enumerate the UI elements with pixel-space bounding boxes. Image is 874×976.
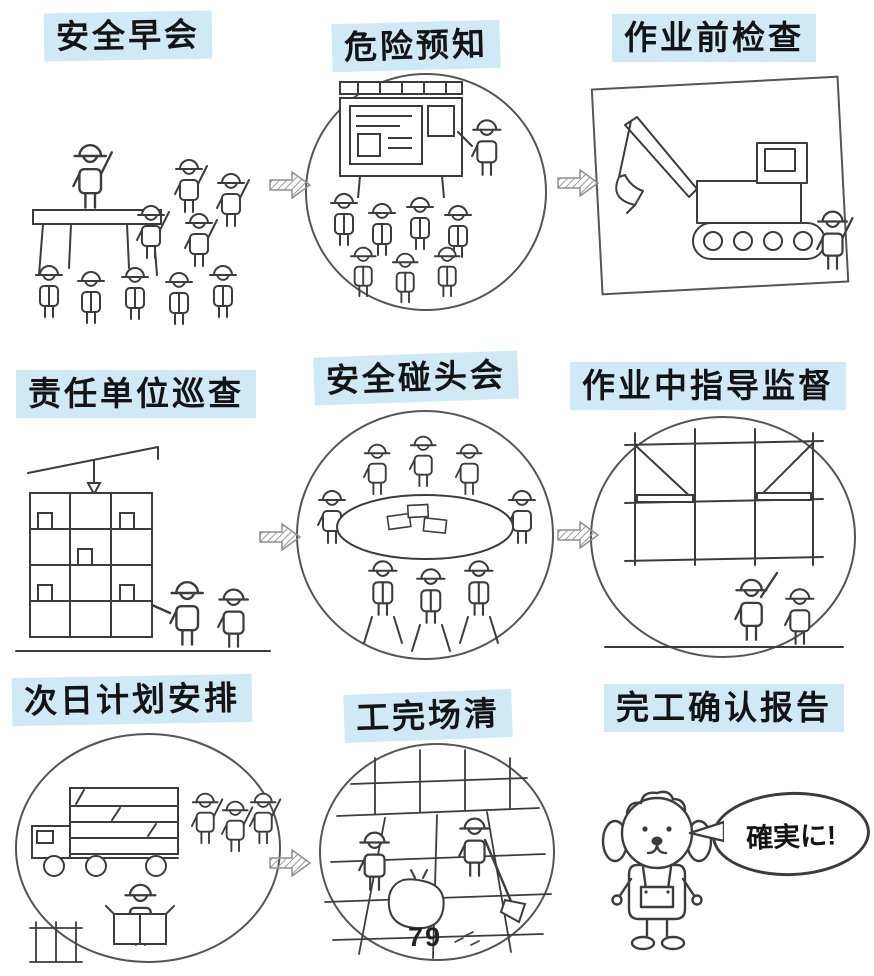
illustration-hazard-prediction-board [300,70,555,315]
flow-arrow-icon [258,522,302,552]
step-label-6: 作业中指导监督 [570,362,846,410]
morning-meeting-drawing [32,70,270,325]
illustration-site-cleanup [315,740,560,965]
flow-arrow-icon [268,848,312,878]
illustration-completion-report-mascot [585,775,735,970]
speech-bubble-tail [688,820,724,843]
patrol-drawing [15,446,271,652]
step-label-2: 危险预知 [331,19,501,73]
step-label-3: 作业前检查 [612,14,816,62]
illustration-pre-work-equipment-check [575,65,865,315]
illustration-morning-safety-meeting [15,70,270,325]
speech-bubble-text: 確実に! [745,819,837,854]
illustration-safety-huddle-meeting [290,405,560,665]
huddle-drawing [296,410,554,660]
cleanup-drawing [319,743,555,961]
mascot-dog-drawing [601,790,713,951]
step-label-4: 责任单位巡查 [16,370,256,418]
step-label-5: 安全碰头会 [313,350,519,406]
excavator-drawing [590,75,865,296]
step-label-9: 完工确认报告 [604,684,844,732]
hazard-board-drawing [305,73,547,311]
step-label-1: 安全早会 [43,10,213,62]
step-label-7: 次日计划安排 [11,673,253,727]
step-label-8: 工完场清 [343,689,513,743]
flow-arrow-icon [268,170,312,200]
flow-arrow-icon [556,520,600,550]
supervision-drawing [590,416,856,658]
illustration-next-day-planning [10,730,285,970]
illustration-on-site-guidance-supervision [585,415,860,665]
planning-drawing [15,733,285,963]
illustration-responsible-unit-patrol [8,425,278,665]
flow-arrow-icon [556,168,600,198]
page-number: 79 [408,922,443,952]
